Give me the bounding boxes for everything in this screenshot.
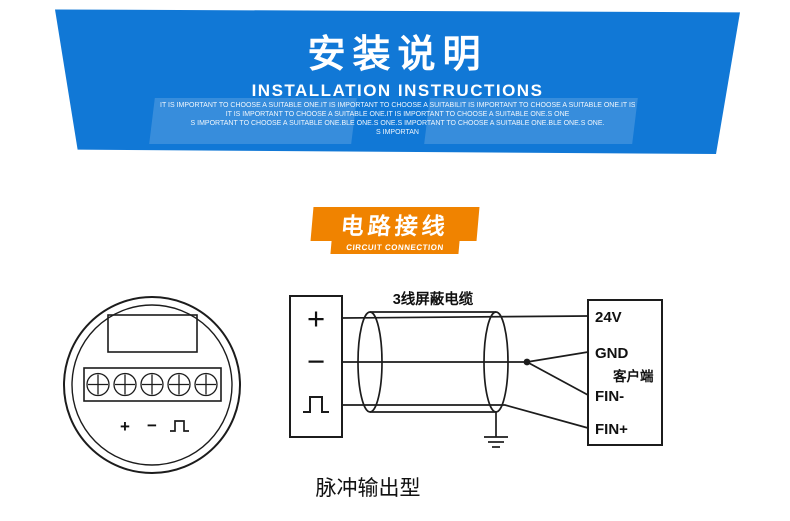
banner-title: 安装说明 [307,34,488,76]
terminal-plus-label: + [307,301,325,336]
fineprint-line: S IMPORTANT TO CHOOSE A SUITABLE ONE.BLE… [190,120,605,127]
wiring-diagram: + − 3线屏蔽电缆 + − 24V GND FIN- [63,290,663,500]
label-24v: 24V [595,309,622,326]
label-fin-plus: FIN+ [595,421,628,438]
wire-fin-minus [526,361,589,396]
transmitter-terminal-box: + − [289,295,343,438]
terminal-pulse-icon [303,396,329,413]
label-gnd: GND [595,345,629,362]
section-title: 电路接线 [310,207,480,241]
banner-fineprint-zone: IT IS IMPORTANT TO CHOOSE A SUITABLE ONE… [55,94,740,146]
wire-fin-plus [342,404,589,429]
fineprint-line: IT IS IMPORTANT TO CHOOSE A SUITABLE ONE… [160,102,635,109]
terminal-minus-label: − [307,344,325,379]
section-subtitle: CIRCUIT CONNECTION [330,241,460,254]
sensor-display-window [107,314,198,353]
fineprint-line: S IMPORTAN [376,129,419,136]
wire-24v [341,315,589,319]
wires [341,315,589,429]
sensor-plus-label: + [120,417,130,436]
circuit-section-badge: 电路接线 CIRCUIT CONNECTION [0,207,790,254]
wire-junction-dot [523,358,531,366]
terminal-strip [83,367,222,402]
terminal-screw-icons [86,372,218,397]
diagram-caption: 脉冲输出型 [316,477,421,500]
shielded-cable: 3线屏蔽电缆 [357,290,509,413]
ground-icon [484,412,508,448]
cable-label: 3线屏蔽电缆 [393,290,474,308]
customer-terminal-box: 24V GND FIN- FIN+ 客户端 [587,299,663,446]
wire-gnd [526,351,589,363]
client-side-label: 客户端 [612,368,654,384]
label-fin-minus: FIN- [595,388,624,405]
installation-banner: 安装说明 INSTALLATION INSTRUCTIONS IT IS IMP… [55,9,740,154]
sensor-front-view: + − [63,296,241,474]
banner-subtitle: INSTALLATION INSTRUCTIONS [251,81,544,100]
fineprint-line: IT IS IMPORTANT TO CHOOSE A SUITABLE ONE… [225,111,570,118]
sensor-pulse-icon [170,420,189,432]
banner-fineprint: IT IS IMPORTANT TO CHOOSE A SUITABLE ONE… [160,101,635,137]
sensor-minus-label: − [147,416,157,435]
